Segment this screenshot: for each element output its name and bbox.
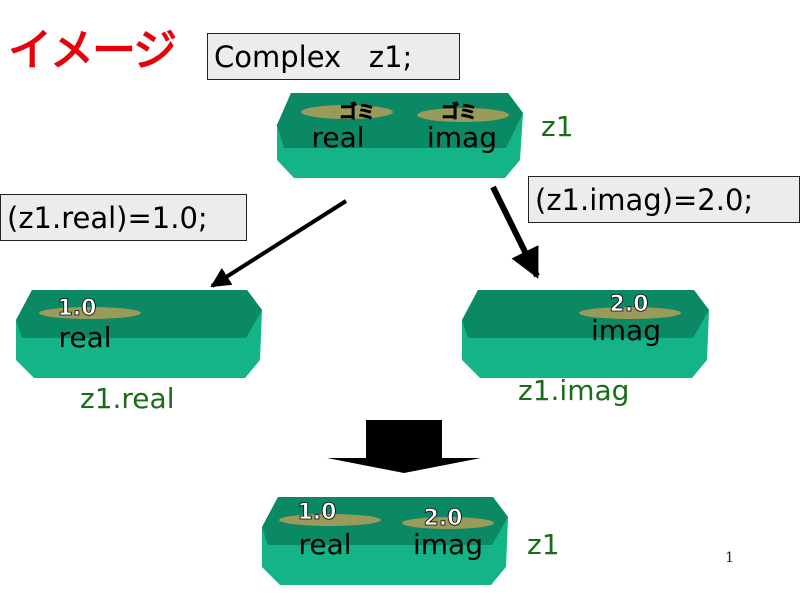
- block-name-z1-bottom: z1: [527, 528, 560, 561]
- field-label-imag: imag: [427, 121, 497, 154]
- arrow-to-imag: [490, 185, 540, 279]
- value-garbage-imag: ゴミ: [441, 101, 477, 123]
- block-name-z1-top: z1: [541, 110, 574, 143]
- field-label-real-final: real: [298, 528, 351, 561]
- declaration-box: Complex z1;: [207, 33, 460, 80]
- block-name-z1-real: z1.real: [80, 382, 174, 415]
- block-z1-final: 1.0 2.0 real imag: [262, 497, 508, 585]
- value-garbage-real: ゴミ: [339, 101, 375, 123]
- block-z1-imag: 2.0 imag: [462, 290, 709, 378]
- field-label-real-only: real: [58, 321, 111, 354]
- block-name-z1-imag: z1.imag: [518, 374, 629, 407]
- value-imag-2: 2.0: [610, 292, 649, 317]
- block-z1-initial: ゴミ ゴミ real imag: [277, 93, 523, 178]
- field-label-imag-final: imag: [413, 528, 483, 561]
- page-number: 1: [725, 550, 734, 566]
- big-down-arrow: [327, 420, 481, 473]
- field-label-real: real: [311, 121, 364, 154]
- value-real-1: 1.0: [58, 296, 97, 321]
- block-z1-real: 1.0 real: [16, 290, 262, 378]
- arrow-to-real: [210, 199, 348, 288]
- value-real-final: 1.0: [298, 500, 337, 525]
- assign-real-box: (z1.real)=1.0;: [0, 194, 247, 241]
- assign-imag-box: (z1.imag)=2.0;: [528, 176, 800, 223]
- field-label-imag-only: imag: [591, 314, 661, 347]
- value-imag-final: 2.0: [424, 506, 463, 531]
- slide-title: イメージ: [8, 25, 177, 76]
